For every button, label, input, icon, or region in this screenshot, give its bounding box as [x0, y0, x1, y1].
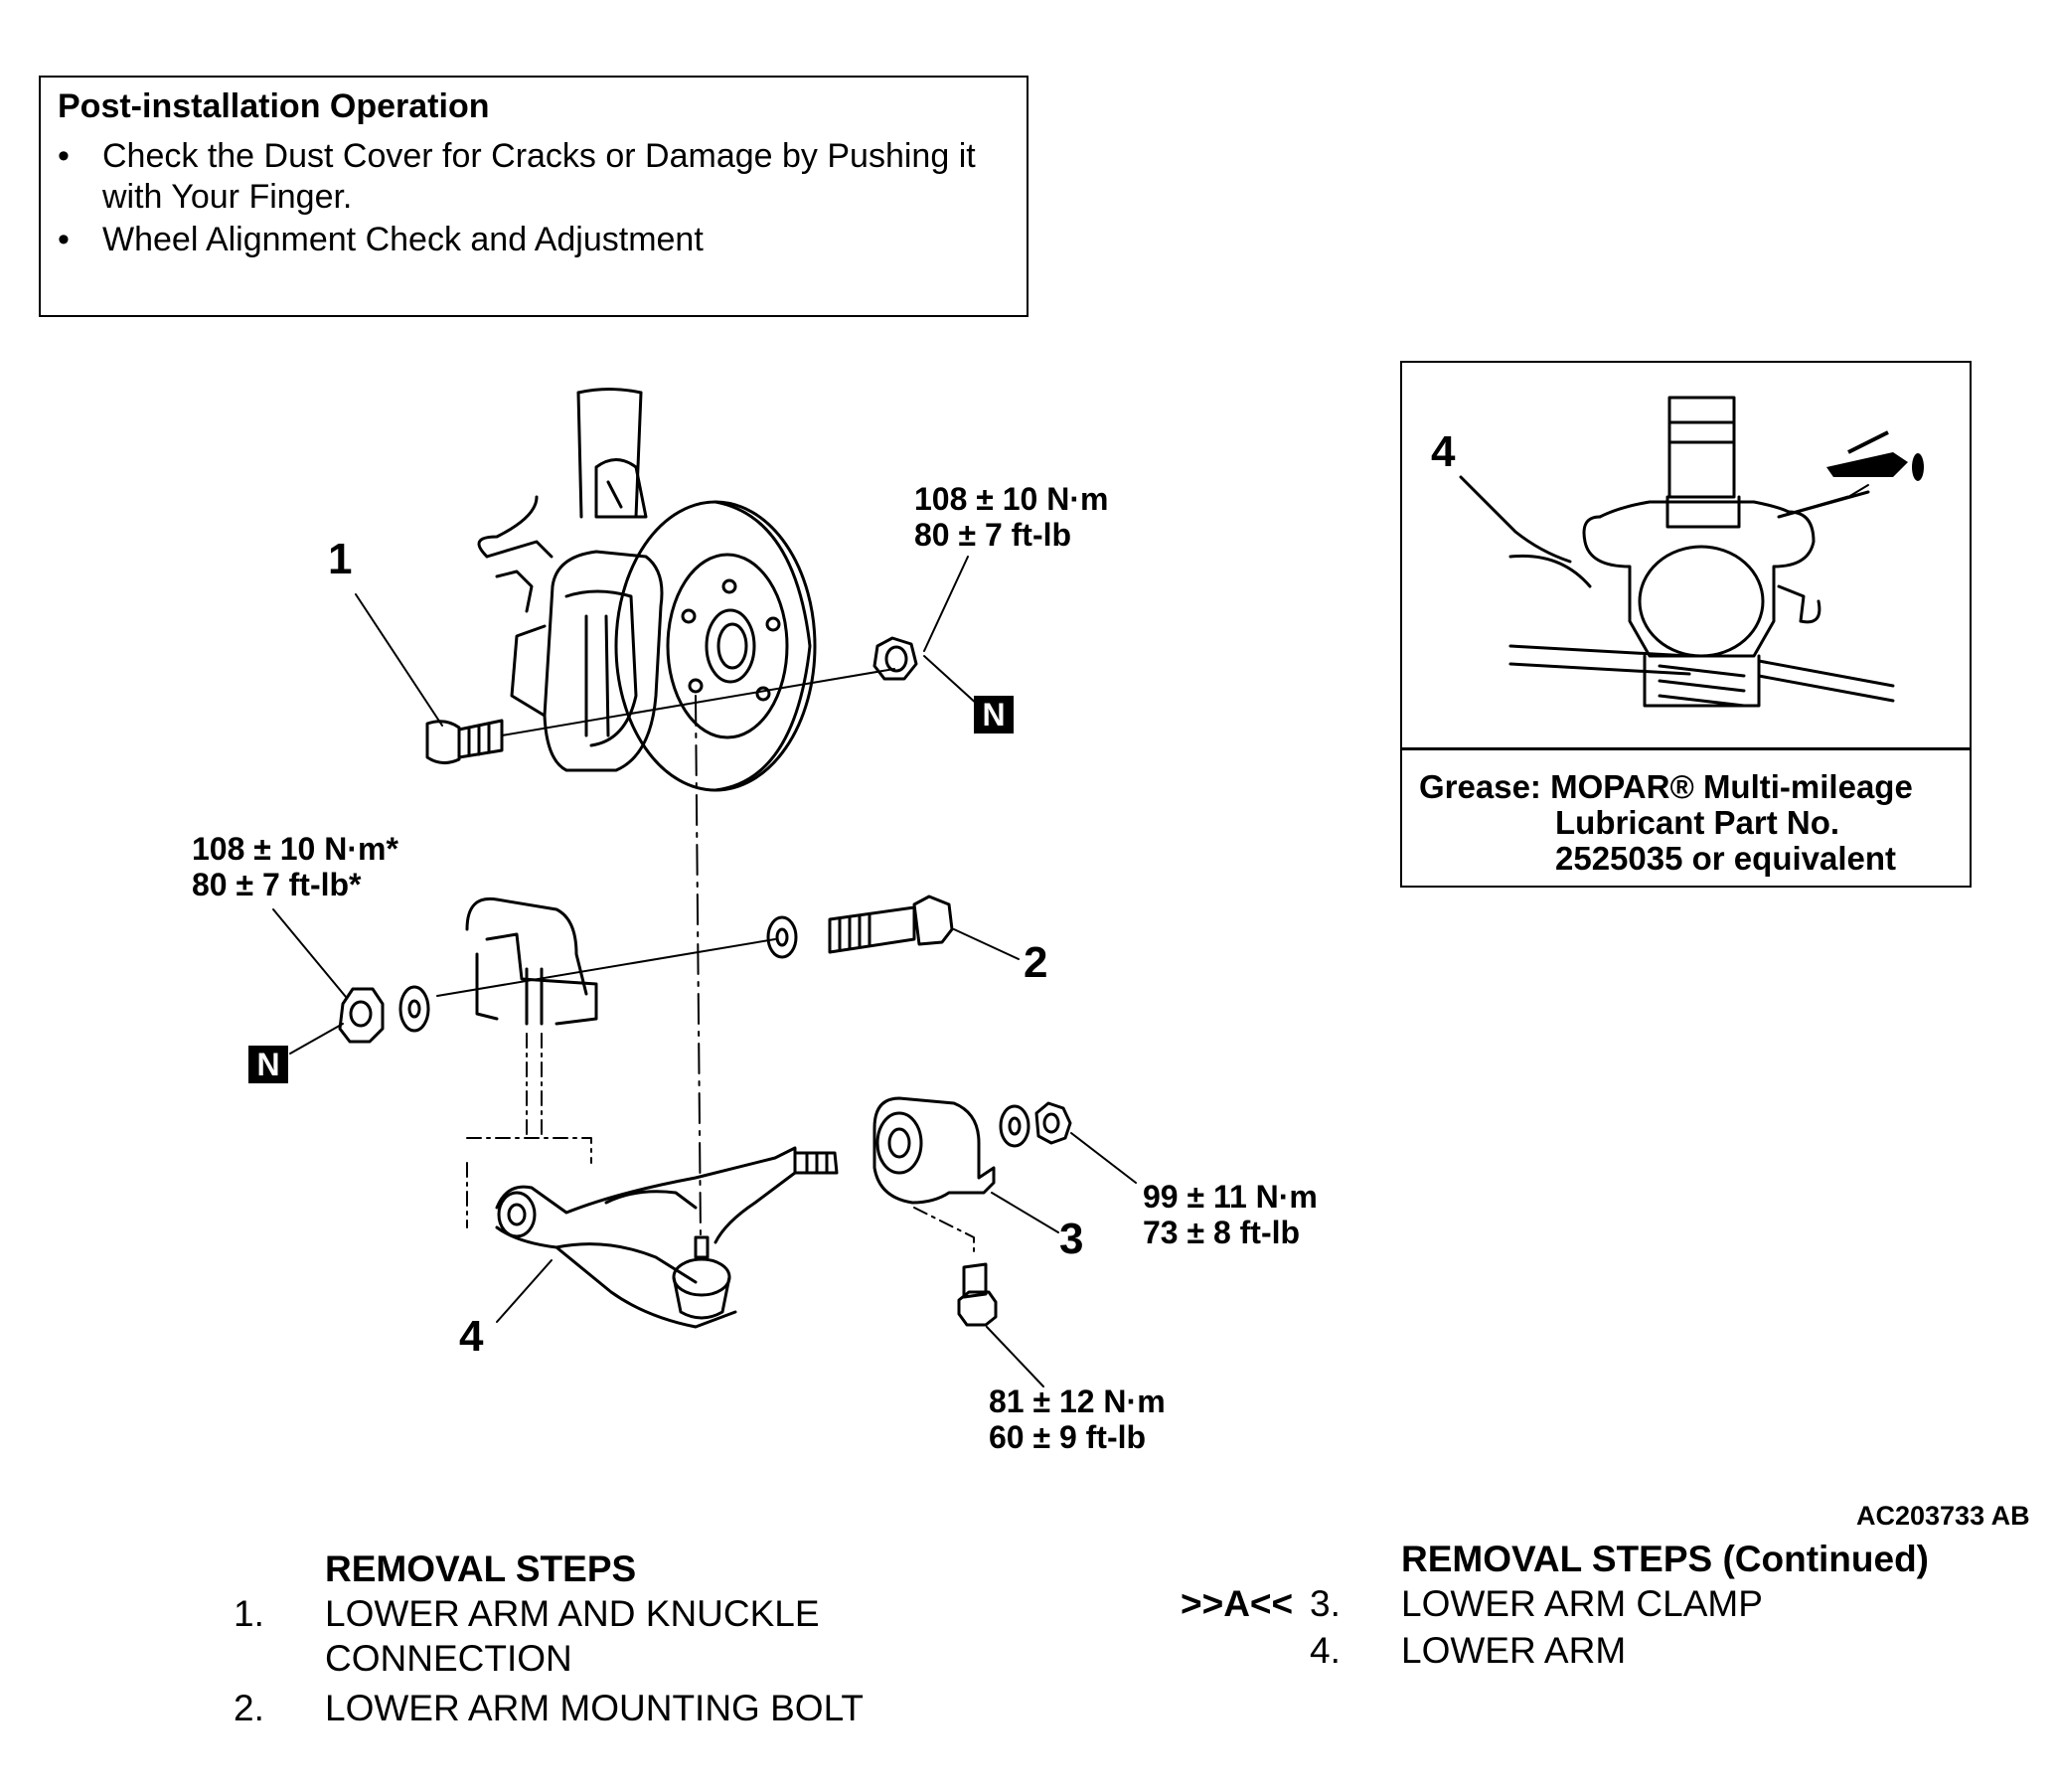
grease-line-2: Lubricant Part No.	[1555, 804, 1840, 841]
step-1-text-line2: CONNECTION	[325, 1638, 572, 1679]
frame-bracket-drawing	[465, 896, 598, 1026]
post-installation-box	[39, 76, 1029, 317]
washer-2-drawing	[766, 915, 798, 959]
removal-steps-title: REMOVAL STEPS	[325, 1548, 637, 1589]
nut-left-drawing	[338, 985, 430, 1044]
callout-2: 2	[1024, 938, 1048, 987]
n-badge-nonreusable: N	[974, 696, 1014, 733]
inset-divider	[1400, 747, 1972, 750]
lower-arm-clamp-drawing	[872, 1096, 996, 1205]
clamp-bolt-drawing	[957, 1262, 998, 1327]
grease-line-1: Grease: MOPAR® Multi-mileage	[1419, 768, 1913, 805]
bullet-icon: •	[58, 221, 70, 258]
brake-disc-drawing	[614, 500, 817, 792]
strut-drawing	[576, 388, 648, 519]
step-2-number: 2.	[234, 1688, 264, 1728]
callout-1: 1	[328, 535, 353, 583]
bullet-icon: •	[58, 137, 70, 175]
ball-joint-inset-drawing	[1459, 396, 1895, 708]
bolt-1-drawing	[425, 668, 895, 764]
figure-code: AC203733 AB	[1856, 1501, 2030, 1531]
torque-nut-left: 108 ± 10 N·m*80 ± 7 ft-lb*	[192, 831, 398, 902]
inset-callout-4: 4	[1431, 427, 1456, 476]
brake-caliper-drawing	[485, 540, 664, 772]
removal-steps-continued-title: REMOVAL STEPS (Continued)	[1401, 1539, 1930, 1579]
step-4-text: LOWER ARM	[1401, 1630, 1627, 1671]
brake-hose-drawing	[477, 495, 539, 559]
post-item-1: Check the Dust Cover for Cracks or Damag…	[102, 137, 976, 216]
step-4-number: 4.	[1310, 1630, 1341, 1671]
ball-joint-drawing	[672, 1235, 731, 1320]
step-3-marker: >>A<<	[1181, 1583, 1294, 1624]
grease-gun-icon	[1826, 430, 1924, 481]
lower-arm-drawing	[495, 1146, 839, 1329]
nut-top-drawing	[872, 636, 918, 681]
bolt-2-drawing	[828, 895, 954, 954]
grease-inset-box	[1400, 361, 1972, 888]
center-line	[695, 695, 702, 1238]
step-1-number: 1.	[234, 1593, 264, 1634]
callout-3: 3	[1059, 1215, 1084, 1263]
post-item-2: Wheel Alignment Check and Adjustment	[102, 221, 704, 258]
callout-4: 4	[459, 1312, 484, 1361]
step-3-text: LOWER ARM CLAMP	[1401, 1583, 1763, 1624]
post-installation-title: Post-installation Operation	[58, 87, 490, 125]
step-3-number: 3.	[1310, 1583, 1341, 1624]
clamp-washer-nut-drawing	[999, 1101, 1072, 1148]
n-badge-nonreusable: N	[248, 1046, 288, 1083]
step-1-text: LOWER ARM AND KNUCKLE	[325, 1593, 820, 1634]
guide-lines	[466, 1033, 975, 1253]
step-2-text: LOWER ARM MOUNTING BOLT	[325, 1688, 865, 1728]
grease-line-3: 2525035 or equivalent	[1555, 840, 1897, 877]
